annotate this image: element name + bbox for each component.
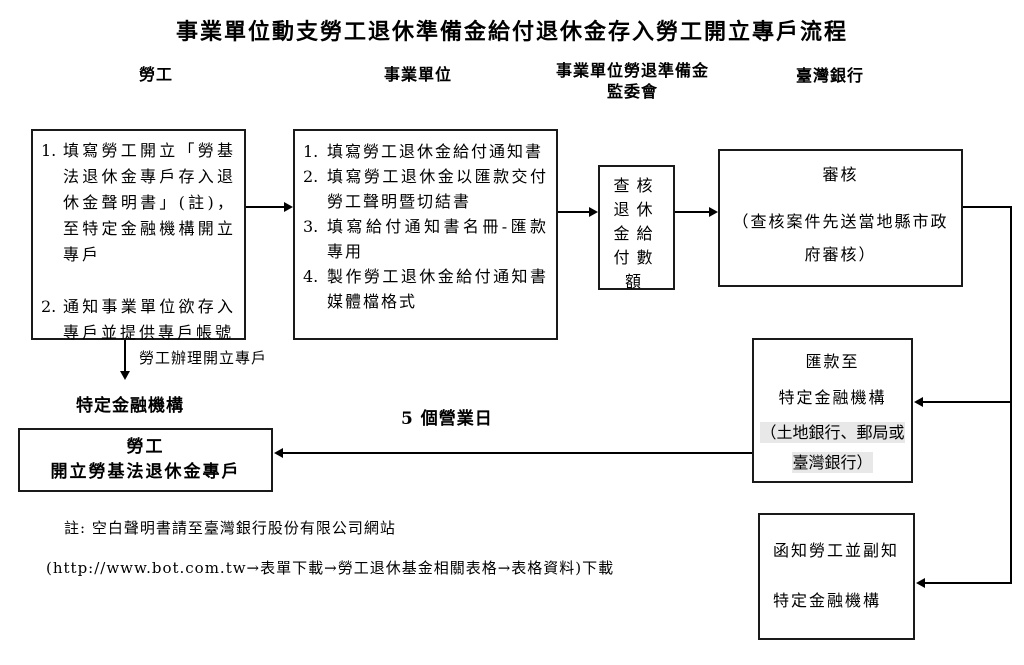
label-financial-institution: 特定金融機構 (76, 396, 184, 416)
worker-steps-box: 1. 填寫勞工開立「勞基法退休金專戶存入退休金聲明書」(註)，至特定金融機構開立… (31, 129, 246, 342)
committee-check-box: 查核退休金給付數額 (598, 165, 675, 291)
column-header-bank: 臺灣銀行 (795, 66, 864, 85)
column-header-committee-line1: 事業單位勞退準備金 (555, 61, 709, 80)
footnote-line1: 註: 空白聲明書請至臺灣銀行股份有限公司網站 (64, 519, 396, 537)
arrow-line (558, 211, 590, 213)
list-item-text: 通知事業單位欲存入專戶並提供專戶帳號 (63, 297, 236, 342)
bank-highlight-text: （土地銀行、郵局或臺灣銀行） (760, 422, 905, 473)
list-item: 4. 製作勞工退休金給付通知書媒體檔格式 (303, 264, 548, 314)
list-item-number: 2. (303, 167, 319, 186)
list-item: 2. 填寫勞工退休金以匯款交付勞工聲明暨切結書 (303, 164, 548, 214)
list-item-text: 填寫給付通知書名冊-匯款專用 (327, 217, 548, 261)
review-box: 審核 （查核案件先送當地縣市政府審核） (718, 149, 963, 287)
remit-highlight-wrap: （土地銀行、郵局或臺灣銀行） (754, 418, 911, 478)
column-header-business: 事業單位 (383, 65, 452, 84)
worker-account-line2: 開立勞基法退休金專戶 (50, 462, 241, 482)
remit-line1: 匯款至 (805, 352, 860, 371)
column-header-committee: 事業單位勞退準備金 監委會 (535, 60, 730, 102)
list-item-text: 製作勞工退休金給付通知書媒體檔格式 (327, 267, 548, 311)
list-item: 1. 填寫勞工開立「勞基法退休金專戶存入退休金聲明書」(註)，至特定金融機構開立… (41, 138, 236, 268)
worker-account-box: 勞工 開立勞基法退休金專戶 (18, 428, 273, 492)
list-item-text: 填寫勞工開立「勞基法退休金專戶存入退休金聲明書」(註)，至特定金融機構開立專戶 (63, 141, 236, 264)
arrow-line (923, 401, 1012, 403)
arrow-line (283, 452, 752, 454)
arrow-head-right-icon (284, 202, 293, 212)
arrow-line (246, 206, 285, 208)
notify-line1: 函知勞工並副知 (773, 541, 900, 560)
remit-line2: 特定金融機構 (778, 388, 887, 407)
committee-check-text: 查核退休金給付數額 (613, 176, 660, 291)
worker-account-line1: 勞工 (126, 437, 165, 457)
page-title: 事業單位動支勞工退休準備金給付退休金存入勞工開立專戶流程 (175, 19, 848, 45)
arrow-head-right-icon (589, 207, 598, 217)
label-worker-opens-account: 勞工辦理開立專戶 (139, 349, 268, 367)
arrow-head-down-icon (120, 371, 130, 380)
notify-line2: 特定金融機構 (773, 591, 882, 610)
review-title: 審核 (822, 165, 859, 184)
connector-line (963, 206, 1012, 208)
connector-line (1010, 206, 1012, 584)
list-item: 1. 填寫勞工退休金給付通知書 (303, 139, 548, 164)
column-header-worker: 勞工 (138, 65, 173, 84)
arrow-line (925, 582, 1012, 584)
list-item-number: 3. (303, 217, 319, 236)
label-business-days: 5 個營業日 (401, 409, 493, 429)
arrow-line (124, 340, 126, 372)
footnote-line2: (http://www.bot.com.tw→表單下載→勞工退休基金相關表格→表… (46, 559, 615, 577)
list-item-number: 4. (303, 267, 319, 286)
notify-box: 函知勞工並副知 特定金融機構 (758, 513, 915, 640)
arrow-head-left-icon (274, 448, 283, 458)
arrow-head-left-icon (916, 578, 925, 588)
business-steps-box: 1. 填寫勞工退休金給付通知書 2. 填寫勞工退休金以匯款交付勞工聲明暨切結書 … (293, 129, 558, 340)
list-item-number: 2. (41, 297, 57, 316)
list-item: 3. 填寫給付通知書名冊-匯款專用 (303, 214, 548, 264)
column-header-committee-line2: 監委會 (606, 82, 658, 101)
list-item-number: 1. (303, 142, 319, 161)
list-item-text: 填寫勞工退休金給付通知書 (327, 142, 544, 161)
arrow-line (675, 211, 710, 213)
arrow-head-right-icon (709, 207, 718, 217)
remit-box: 匯款至 特定金融機構 （土地銀行、郵局或臺灣銀行） (752, 338, 913, 483)
arrow-head-left-icon (914, 397, 923, 407)
list-item: 2. 通知事業單位欲存入專戶並提供專戶帳號 (41, 294, 236, 346)
list-item-text: 填寫勞工退休金以匯款交付勞工聲明暨切結書 (327, 167, 548, 211)
list-item-number: 1. (41, 141, 57, 160)
review-note: （查核案件先送當地縣市政府審核） (732, 212, 949, 264)
